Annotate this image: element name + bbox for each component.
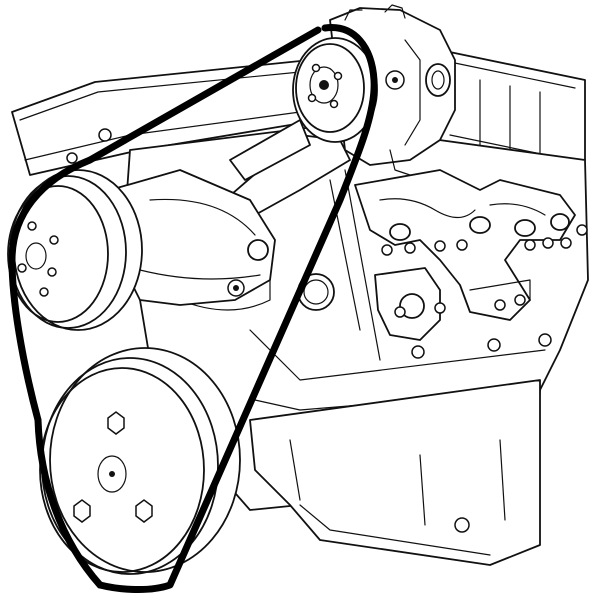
block-details <box>374 267 552 359</box>
water-pump-housing <box>109 169 276 306</box>
alternator <box>292 4 456 176</box>
oil-pan <box>249 379 541 566</box>
exhaust-manifold <box>354 169 588 321</box>
water-pump-pulley <box>7 169 143 331</box>
drive-belt <box>8 24 378 594</box>
